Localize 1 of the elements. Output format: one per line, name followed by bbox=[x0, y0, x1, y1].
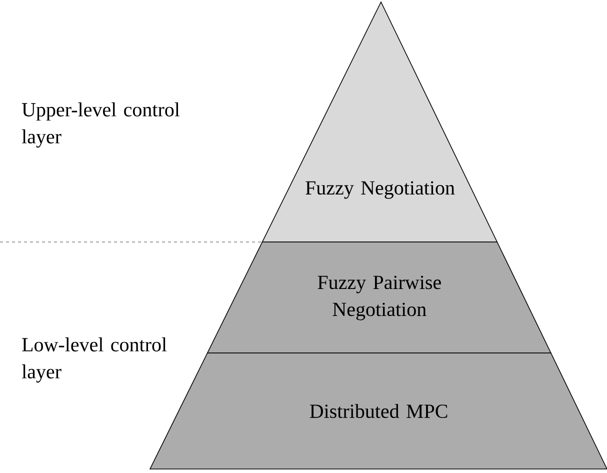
layer-label: Upper-level control layer bbox=[22, 102, 180, 148]
